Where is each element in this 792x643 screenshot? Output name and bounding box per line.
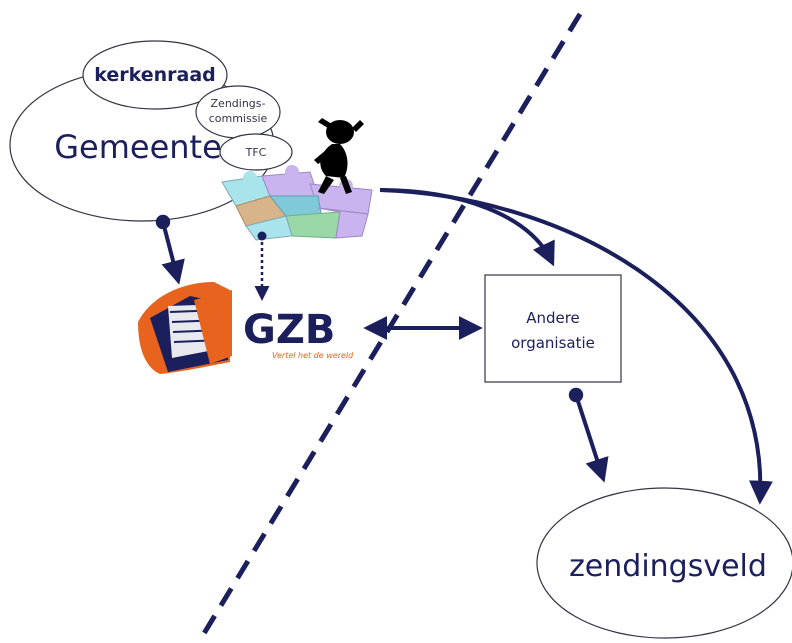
gzb-tagline: Vertel het de wereld: [272, 351, 354, 360]
zendingsveld-label: zendingsveld: [569, 549, 767, 584]
arrow-gemeente-to-gzb: [155, 214, 185, 285]
tfc-label: TFC: [245, 146, 267, 159]
zendingsveld-ellipse: [536, 487, 792, 639]
gzb-logo-icon: [138, 282, 232, 374]
thinking-person-icon: [314, 118, 364, 194]
gemeente-cluster: Gemeente kerkenraad Zendings- commissie …: [9, 40, 293, 222]
tfc-ellipse: [219, 133, 293, 171]
zendingscommissie-label-line2: commissie: [209, 112, 268, 125]
puzzle-icon: [221, 165, 373, 241]
zendingscommissie-label-line1: Zendings-: [211, 97, 266, 110]
arrow-puzzle-to-zendingsveld: [379, 188, 773, 505]
andere-organisatie-line1: Andere: [526, 309, 580, 327]
gemeente-label: Gemeente: [54, 128, 222, 166]
andere-organisatie-box: [484, 274, 622, 383]
andere-organisatie-line2: organisatie: [511, 334, 595, 352]
arrow-andere-to-zendingsveld: [568, 387, 609, 483]
gzb-wordmark: GZB: [243, 307, 335, 353]
kerkenraad-ellipse: [82, 40, 228, 110]
kerkenraad-label: kerkenraad: [94, 64, 216, 86]
